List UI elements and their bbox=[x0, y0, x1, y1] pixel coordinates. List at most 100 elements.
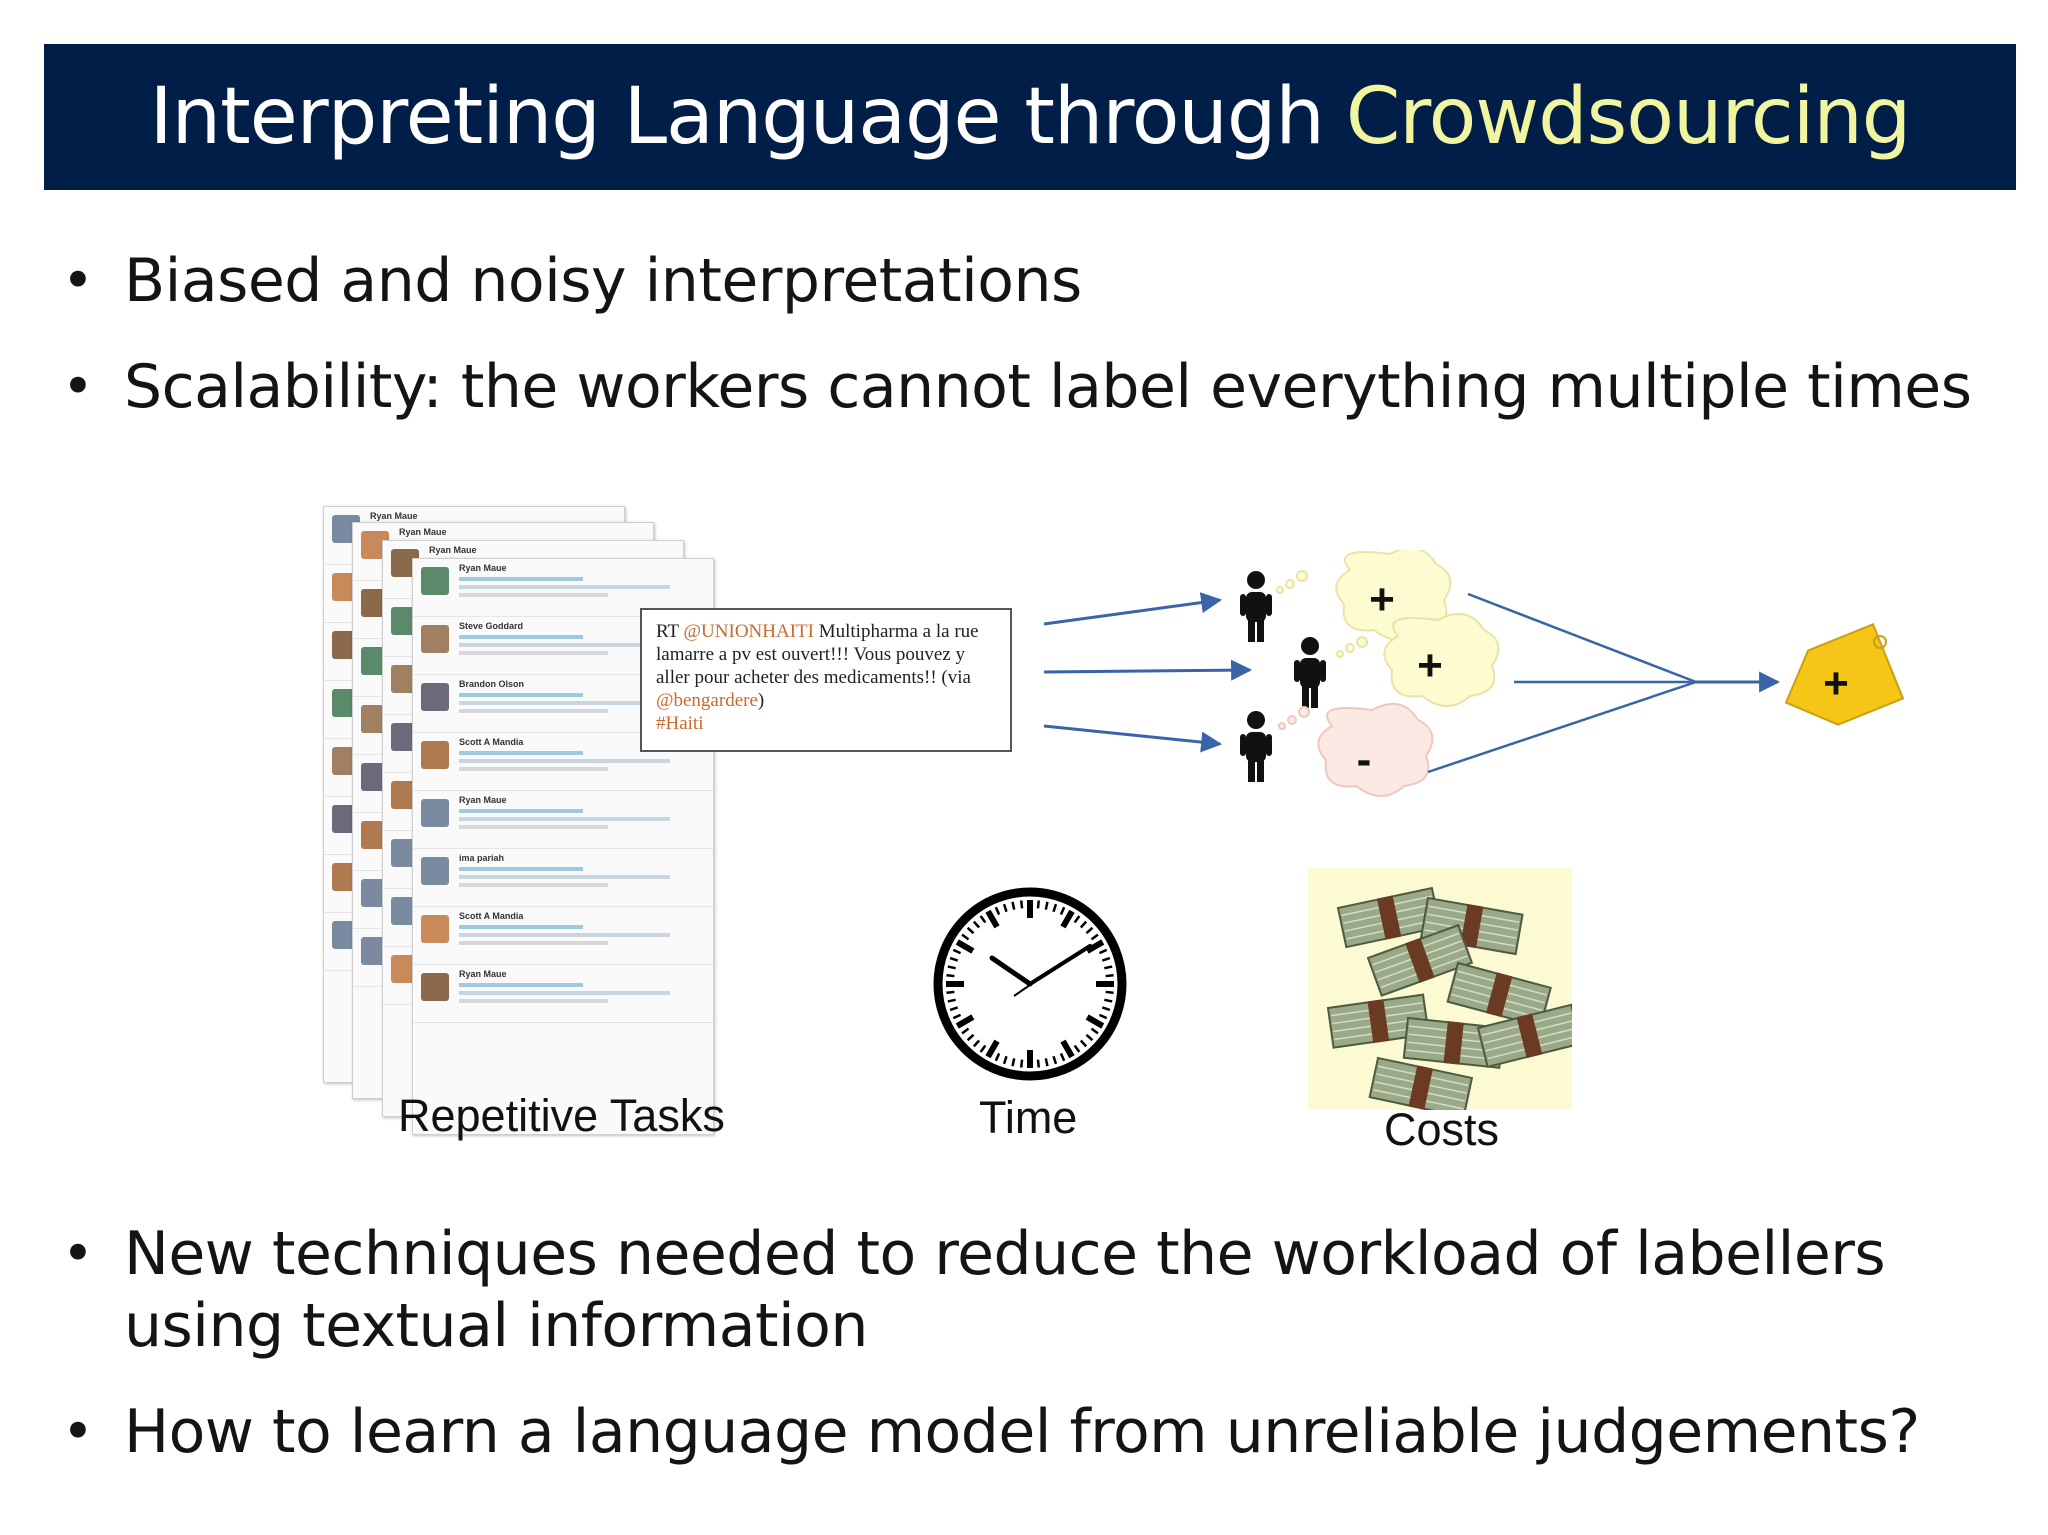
tweet-author: Scott A Mandia bbox=[459, 911, 524, 921]
tweet-text-line bbox=[459, 643, 670, 647]
bullet-text: New techniques needed to reduce the work… bbox=[124, 1219, 1886, 1289]
tweet-row: Brandon Olson bbox=[413, 675, 713, 733]
clock-tick bbox=[1059, 1052, 1066, 1062]
clock-tick bbox=[949, 956, 959, 962]
clock-tick bbox=[961, 933, 970, 941]
clock-tick bbox=[1060, 1039, 1075, 1059]
retweet-prefix: RT bbox=[656, 621, 684, 642]
caption-time: Time bbox=[979, 1092, 1078, 1143]
tweet-row: Ryan Maue bbox=[413, 791, 713, 849]
clock-tick bbox=[985, 1039, 1000, 1059]
cash-bundle bbox=[1476, 1003, 1583, 1069]
clock-tick bbox=[1044, 901, 1049, 910]
clock-tick bbox=[994, 906, 1001, 916]
input-arrows bbox=[1043, 592, 1253, 753]
clock-tick bbox=[1085, 1033, 1094, 1042]
person-icon bbox=[1240, 571, 1272, 642]
clock-tick bbox=[1011, 901, 1016, 910]
tweet-row: Steve Goddard bbox=[413, 617, 713, 675]
clock-tick bbox=[1090, 933, 1099, 941]
tweet-row: ima pariah bbox=[413, 849, 713, 907]
tweet-text-line bbox=[459, 585, 670, 589]
tweet-author: Brandon Olson bbox=[459, 679, 524, 689]
clock-tick bbox=[1105, 990, 1114, 995]
retweet-text: Multipharma a la rue lamarre a pv est ou… bbox=[656, 621, 979, 688]
clock-tick bbox=[1052, 903, 1058, 913]
tweet-author: Scott A Mandia bbox=[459, 737, 524, 747]
caption-costs: Costs bbox=[1384, 1104, 1500, 1155]
tweet-text-line bbox=[459, 759, 670, 763]
clock-tick bbox=[1019, 1059, 1024, 1068]
person-icon bbox=[1294, 637, 1326, 708]
tag-icon bbox=[1784, 623, 1905, 726]
clock-tick bbox=[955, 939, 975, 954]
clock-tick bbox=[1079, 920, 1088, 929]
clock-tick bbox=[1085, 926, 1094, 935]
clock-tick bbox=[1060, 909, 1075, 929]
tweet-text-line bbox=[459, 991, 670, 995]
clock-tick bbox=[1011, 1058, 1016, 1067]
tweet-row: Scott A Mandia bbox=[413, 733, 713, 791]
tweet-text-line bbox=[459, 651, 608, 655]
clock-tick bbox=[966, 1033, 975, 1042]
avatar bbox=[421, 857, 449, 885]
tweet-author: Ryan Maue bbox=[459, 969, 507, 979]
avatar bbox=[421, 625, 449, 653]
avatar bbox=[421, 567, 449, 595]
cash-bundle bbox=[1368, 1056, 1474, 1119]
tweet-author: Ryan Maue bbox=[459, 795, 507, 805]
clock-tick bbox=[949, 1006, 959, 1012]
thought-bubble-icon bbox=[1336, 612, 1500, 707]
tweet-text-line bbox=[459, 867, 583, 871]
tweet-row: Ryan Maue bbox=[413, 559, 713, 617]
clock-tick bbox=[994, 1052, 1001, 1062]
clock-tick bbox=[1019, 900, 1024, 909]
avatar bbox=[421, 973, 449, 1001]
tweet-text-line bbox=[459, 701, 670, 705]
thought-label: - bbox=[1357, 735, 1372, 784]
tweet-text-line bbox=[459, 693, 583, 697]
avatar bbox=[421, 799, 449, 827]
retweet-mention-2: @bengardere bbox=[656, 690, 758, 711]
bullet-list-bottom: New techniques needed to reduce the work… bbox=[62, 1218, 1920, 1502]
clock-tick bbox=[985, 909, 1000, 929]
clock-tick bbox=[979, 1044, 987, 1053]
tweet-text-line bbox=[459, 709, 608, 713]
tweet-text-line bbox=[459, 875, 670, 879]
clock-tick bbox=[952, 948, 962, 955]
title-accent: Crowdsourcing bbox=[1345, 72, 1911, 162]
tweet-text-line bbox=[459, 593, 608, 597]
tweet-author: Ryan Maue bbox=[370, 511, 418, 521]
clock-tick bbox=[961, 1027, 970, 1035]
cash-bundle bbox=[1446, 961, 1552, 1028]
tweet-text-line bbox=[459, 925, 583, 929]
tweet-text-line bbox=[459, 767, 608, 771]
tweet-text-line bbox=[459, 883, 608, 887]
clock-tick bbox=[947, 998, 956, 1003]
retweet-text-end: ) bbox=[757, 690, 765, 711]
clock-minute-hand bbox=[1028, 944, 1092, 986]
bullet-item: Scalability: the workers cannot label ev… bbox=[62, 350, 1972, 424]
clock-tick bbox=[1059, 906, 1066, 916]
tag-label: + bbox=[1823, 659, 1849, 708]
clock-tick bbox=[1052, 1055, 1058, 1065]
clock-second-hand bbox=[1013, 977, 1041, 997]
slide-title: Interpreting Language through Crowdsourc… bbox=[44, 44, 2016, 190]
clock-tick bbox=[1104, 965, 1113, 970]
bullet-list-top: Biased and noisy interpretations Scalabi… bbox=[62, 244, 1972, 456]
bullet-item: New techniques needed to reduce the work… bbox=[62, 1218, 1920, 1362]
retweet-hashtag: #Haiti bbox=[656, 713, 704, 734]
tweet-text-line bbox=[459, 825, 608, 829]
cash-bundle bbox=[1366, 923, 1474, 997]
thought-label: + bbox=[1369, 575, 1395, 624]
tweet-text-line bbox=[459, 941, 608, 945]
clock-tick bbox=[946, 973, 955, 978]
clock-tick bbox=[1098, 948, 1108, 955]
tweet-text-line bbox=[459, 817, 670, 821]
tweet-text-line bbox=[459, 809, 583, 813]
clock-tick bbox=[1098, 1013, 1108, 1020]
person-icon bbox=[1240, 711, 1272, 782]
aggregation-lines bbox=[1427, 592, 1781, 774]
clock-tick bbox=[1002, 903, 1008, 913]
